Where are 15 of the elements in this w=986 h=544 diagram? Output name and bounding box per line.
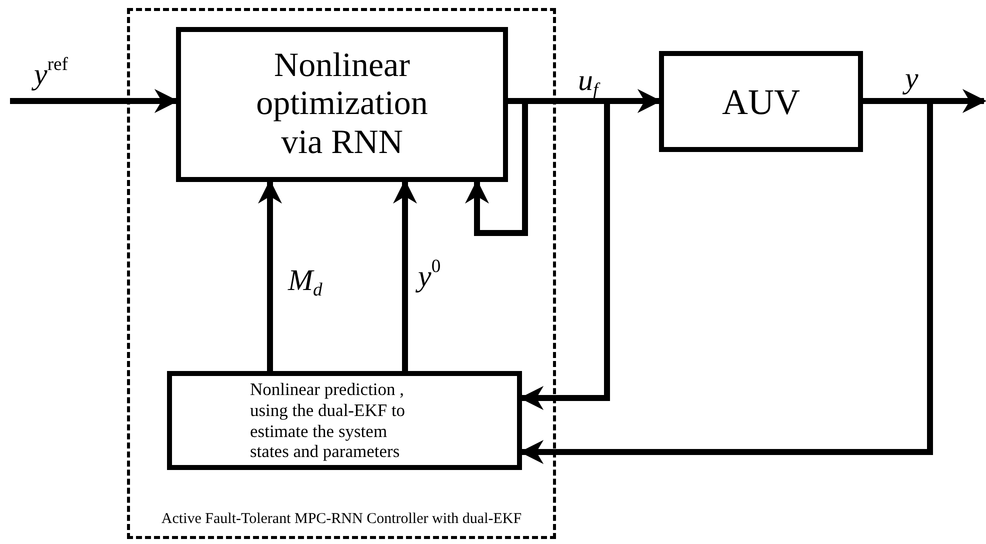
node-text: Nonlinear prediction , using the dual-EKF to estimate the system states and parameters bbox=[250, 379, 406, 462]
group-caption: Active Fault-Tolerant MPC-RNN Controller with dual-EKF bbox=[161, 510, 522, 528]
node-text: AUV bbox=[722, 84, 800, 120]
arrow bbox=[258, 180, 282, 371]
edge-label: y bbox=[905, 64, 918, 94]
edge-label: M$_{d}$ bbox=[288, 266, 322, 300]
process-box bbox=[659, 51, 863, 152]
arrow bbox=[10, 89, 178, 113]
edge-label: y$^{ref}$ bbox=[34, 56, 68, 90]
process-box bbox=[176, 27, 508, 182]
edge-label: y$^{0}$ bbox=[418, 258, 441, 292]
controller-group-box bbox=[127, 8, 556, 539]
arrow bbox=[393, 180, 417, 371]
process-box bbox=[167, 371, 522, 470]
node-text: Nonlinear optimization via RNN bbox=[255, 47, 429, 162]
